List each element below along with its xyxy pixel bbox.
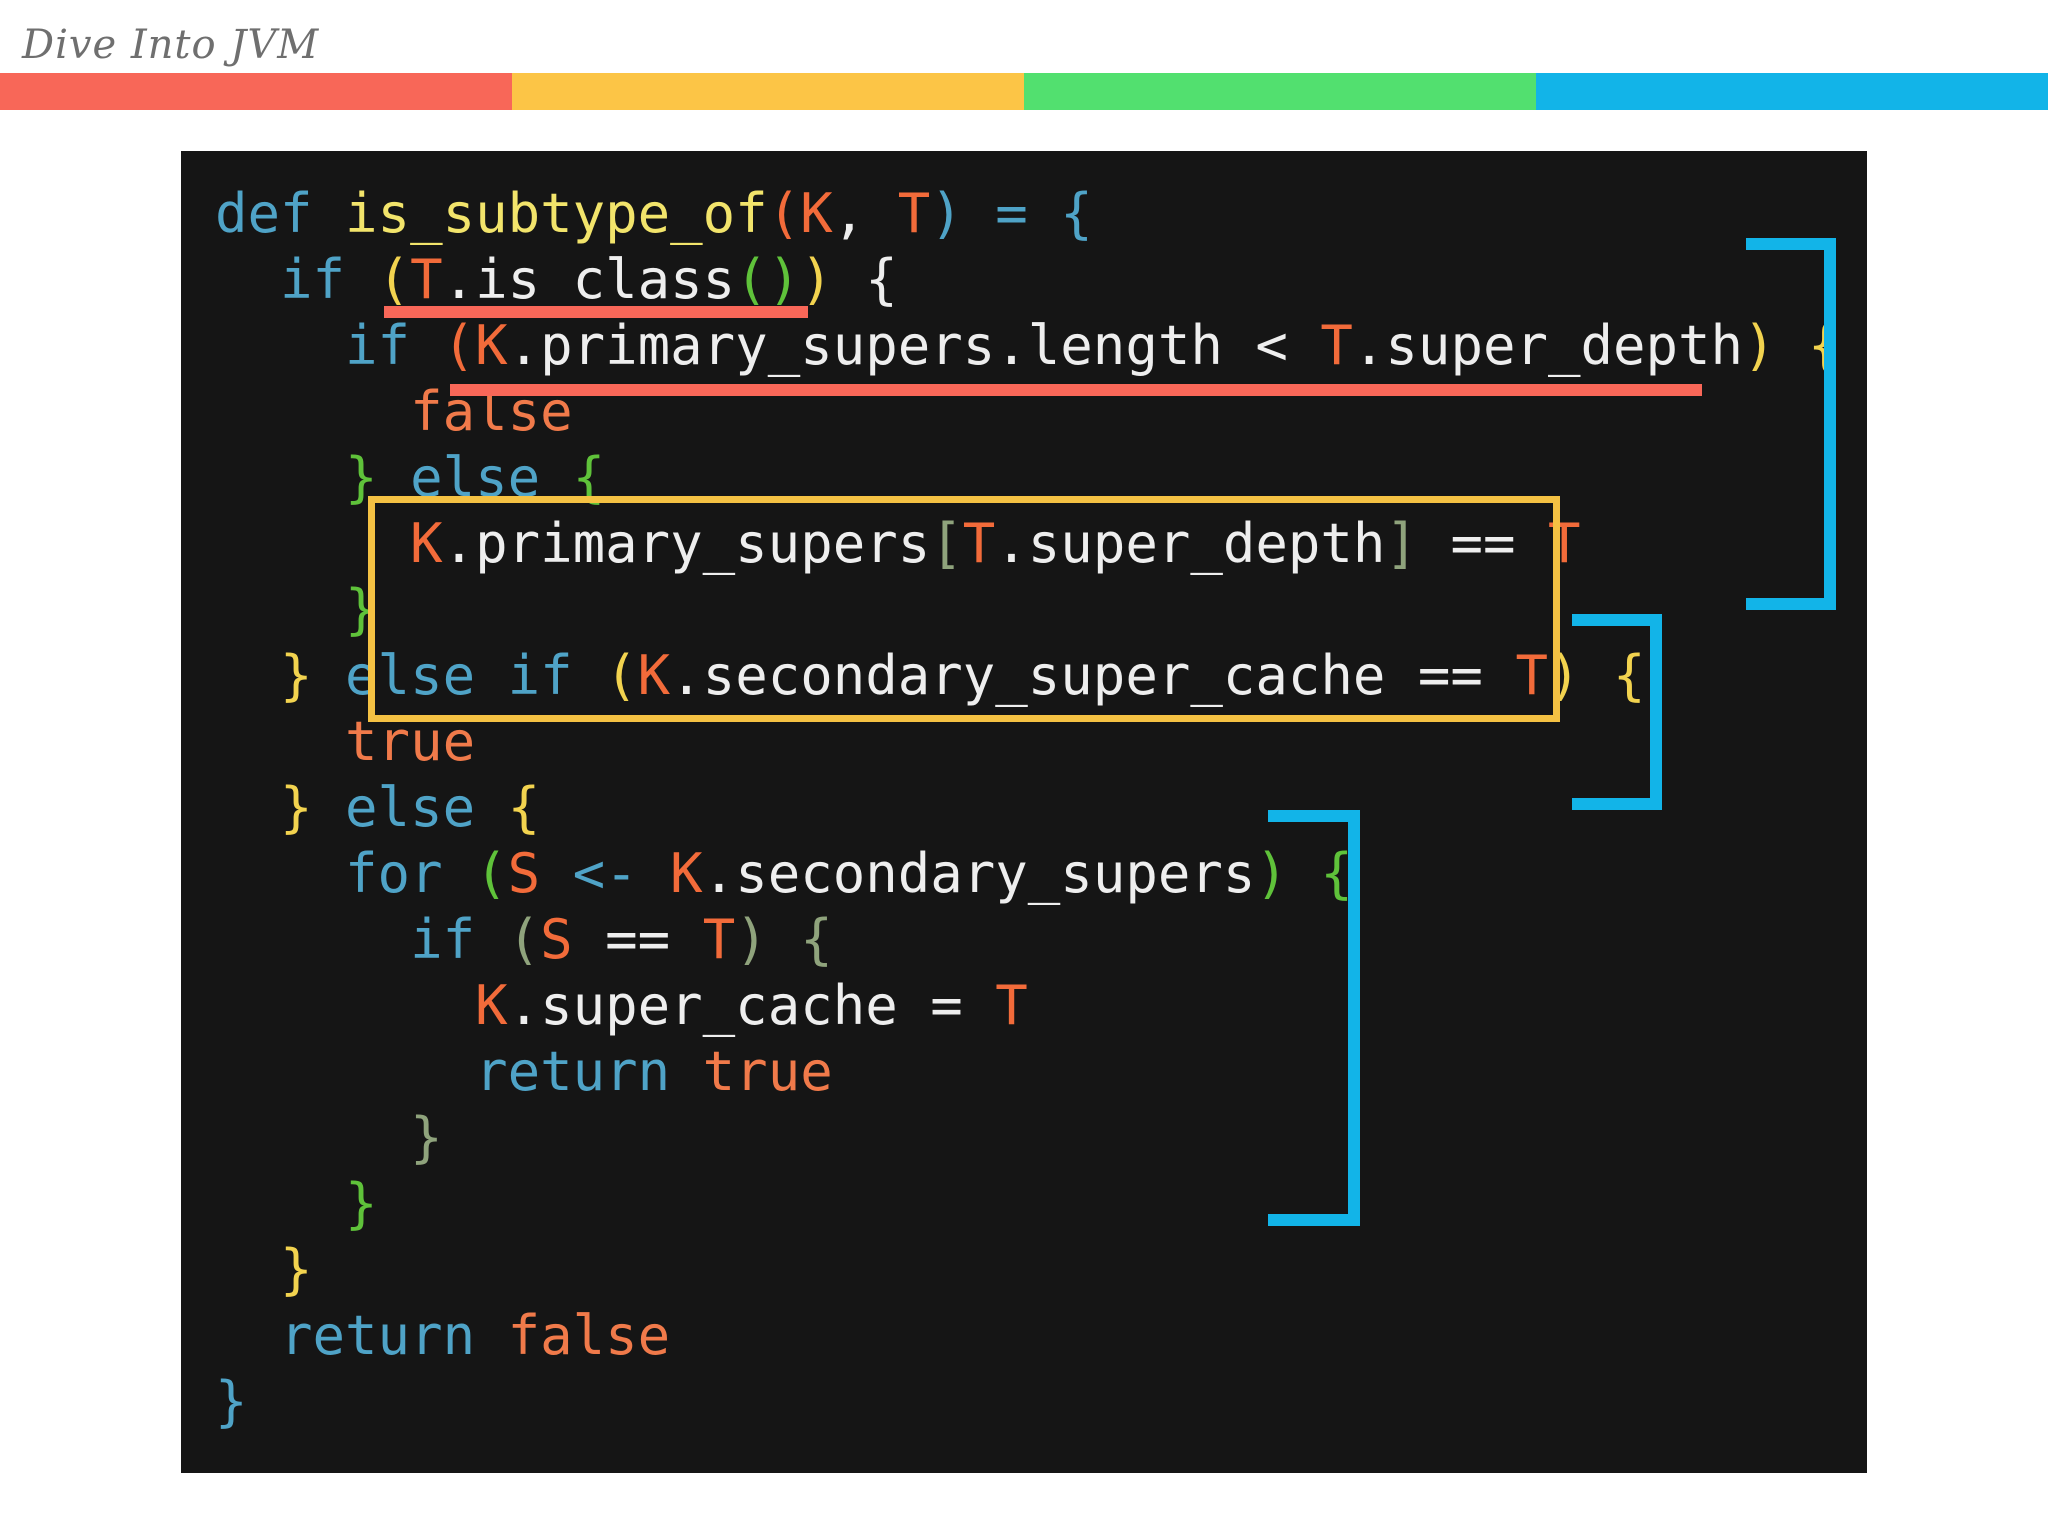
code-token: ( xyxy=(377,248,411,311)
code-token: def xyxy=(215,182,346,245)
code-token: } xyxy=(215,1370,248,1433)
code-token: ( xyxy=(605,644,638,707)
code-token: .super_cache = xyxy=(507,974,996,1037)
code-token: T xyxy=(897,182,931,245)
code-token: ) xyxy=(800,248,833,311)
code-token: K xyxy=(670,842,703,905)
code-token: ( xyxy=(767,182,801,245)
code-token: .super_depth xyxy=(995,512,1386,575)
code-token: { xyxy=(832,248,898,311)
code-line: if (K.primary_supers.length < T.super_de… xyxy=(215,313,1841,379)
code-line: } else { xyxy=(215,775,540,841)
code-token: ( xyxy=(507,908,541,971)
code-token: { xyxy=(1287,842,1353,905)
underline-is-class xyxy=(384,306,808,318)
code-token: .primary_supers xyxy=(442,512,931,575)
code-token: K xyxy=(800,182,833,245)
code-line: return true xyxy=(215,1039,833,1105)
code-token: S xyxy=(540,908,573,971)
code-panel xyxy=(181,151,1867,1473)
code-token: .primary_supers.length < xyxy=(507,314,1321,377)
code-token: if xyxy=(215,248,378,311)
code-token: .secondary_supers xyxy=(702,842,1256,905)
code-line: for (S <- K.secondary_supers) { xyxy=(215,841,1353,907)
code-token: .is_class xyxy=(442,248,736,311)
code-token: T xyxy=(1320,314,1353,377)
code-line: } xyxy=(215,1171,378,1237)
stripe-green xyxy=(1024,73,1536,110)
code-token: ( xyxy=(442,314,476,377)
code-line: } xyxy=(215,1369,248,1435)
code-token: for xyxy=(215,842,476,905)
code-token: T xyxy=(410,248,443,311)
code-token: K xyxy=(475,314,508,377)
code-token: K xyxy=(215,512,443,575)
stripe-yellow xyxy=(512,73,1024,110)
code-token: } xyxy=(215,1106,443,1169)
code-token: <- xyxy=(540,842,671,905)
code-token: == xyxy=(572,908,703,971)
code-token: else if xyxy=(345,644,606,707)
code-token: ) xyxy=(1255,842,1288,905)
code-token: else xyxy=(345,776,508,839)
code-token: () xyxy=(735,248,801,311)
code-line: def is_subtype_of(K, T) = { xyxy=(215,181,1093,247)
code-token: == xyxy=(1417,512,1548,575)
code-token: } xyxy=(215,644,346,707)
code-token: T xyxy=(995,974,1028,1037)
underline-length-check xyxy=(450,384,1702,396)
code-token: K xyxy=(215,974,508,1037)
code-token: is_subtype_of xyxy=(345,182,768,245)
code-token: .super_depth xyxy=(1352,314,1744,377)
code-token: S xyxy=(507,842,541,905)
code-line: if (T.is_class()) { xyxy=(215,247,898,313)
code-token: return xyxy=(215,1040,703,1103)
code-line: if (S == T) { xyxy=(215,907,833,973)
stripe-red xyxy=(0,73,512,110)
code-token: ] xyxy=(1385,512,1418,575)
code-token: .secondary_super_cache == xyxy=(670,644,1516,707)
code-token: , xyxy=(832,182,898,245)
code-token: } xyxy=(215,578,378,641)
code-token: } xyxy=(215,1172,378,1235)
code-token: } xyxy=(215,1238,313,1301)
code-token: K xyxy=(637,644,671,707)
code-token: if xyxy=(215,908,508,971)
code-token: ( xyxy=(475,842,508,905)
code-token: [ xyxy=(930,512,963,575)
code-token: { xyxy=(1580,644,1646,707)
code-token: return xyxy=(215,1304,508,1367)
code-token: { xyxy=(507,776,541,839)
code-line: } xyxy=(215,1237,313,1303)
code-token: if xyxy=(215,314,443,377)
code-line: } else if (K.secondary_super_cache == T)… xyxy=(215,643,1646,709)
stripe-blue xyxy=(1536,73,2048,110)
code-line: K.super_cache = T xyxy=(215,973,1028,1039)
code-line: return false xyxy=(215,1303,670,1369)
bracket-cache-check xyxy=(1572,614,1662,810)
code-token: T xyxy=(962,512,996,575)
code-token: true xyxy=(702,1040,833,1103)
code-token: ) = { xyxy=(930,182,1093,245)
code-line: } xyxy=(215,1105,443,1171)
code-token: false xyxy=(507,1304,671,1367)
code-line: } xyxy=(215,577,378,643)
bracket-secondary-loop xyxy=(1268,810,1360,1226)
code-token: T xyxy=(1515,644,1548,707)
highlight-box xyxy=(368,496,1560,722)
bracket-primary-check xyxy=(1746,238,1836,610)
code-line: K.primary_supers[T.super_depth] == T xyxy=(215,511,1580,577)
code-token: ) { xyxy=(735,908,833,971)
code-token: T xyxy=(702,908,736,971)
brand-title: Dive Into JVM xyxy=(22,22,320,68)
code-token: } xyxy=(215,776,346,839)
